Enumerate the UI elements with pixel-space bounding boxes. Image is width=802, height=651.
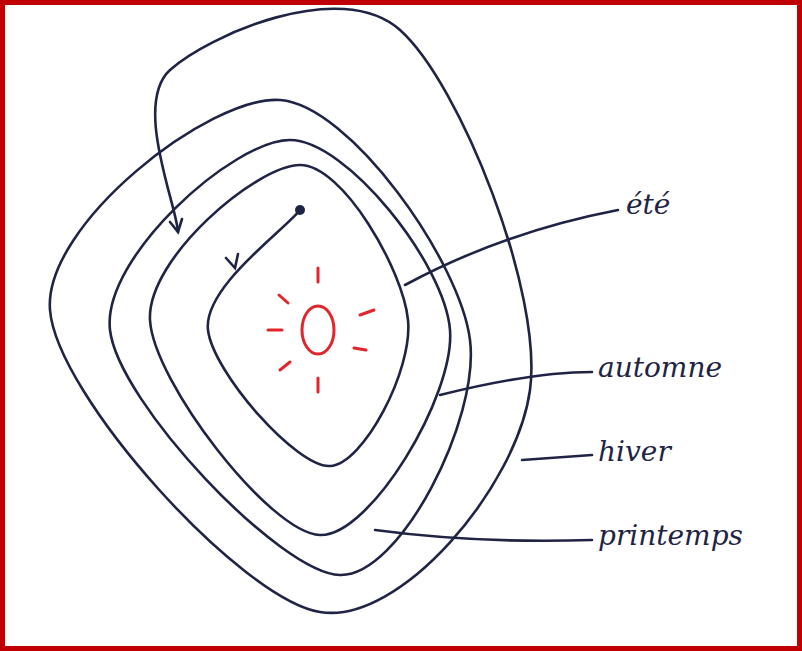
season-label: printemps [598,521,743,552]
season-label: été [626,190,670,221]
leader-lines [375,210,618,541]
sun-symbol [268,268,374,392]
season-label: hiver [598,437,671,468]
arrowheads [170,219,238,268]
season-label: automne [598,353,722,384]
spiral-path [50,9,532,613]
start-dot [295,205,305,215]
